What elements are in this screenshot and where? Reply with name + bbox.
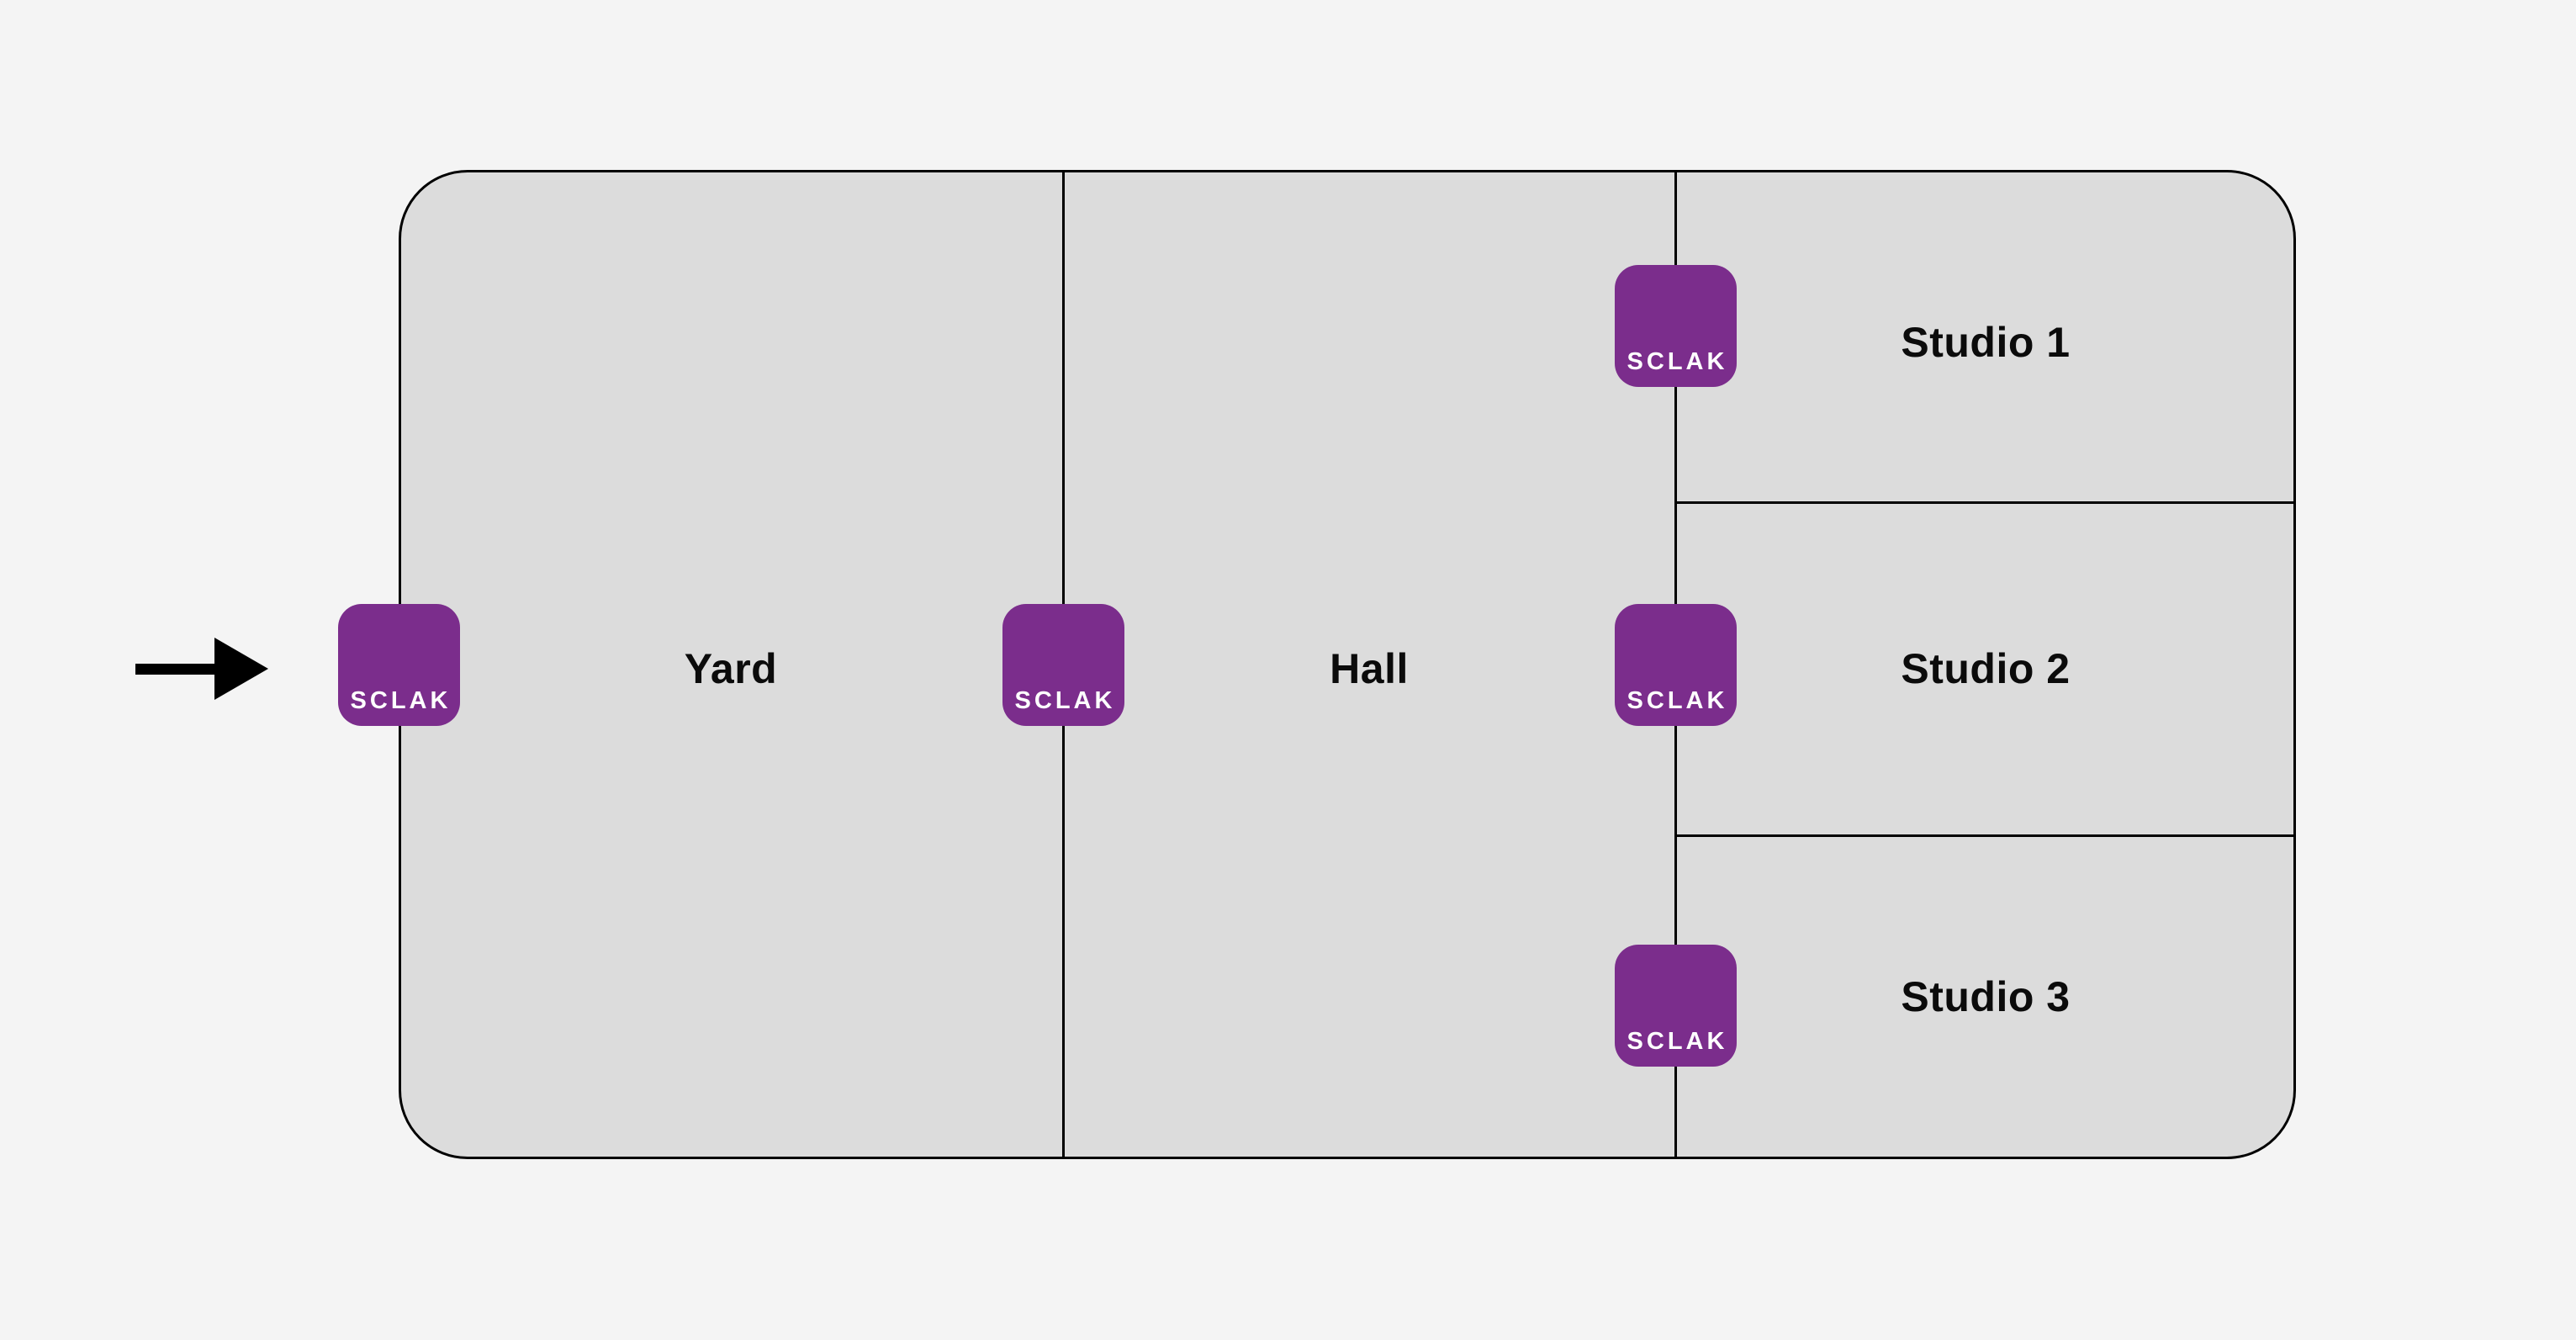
wall-studio2-studio3 xyxy=(1676,834,2293,837)
wall-studio1-studio2 xyxy=(1676,501,2293,504)
sclak-device-label: SCLAK xyxy=(1627,1028,1728,1055)
room-label-studio-3: Studio 3 xyxy=(1901,973,2071,1020)
sclak-device-yard-hall: SCLAK xyxy=(1002,604,1124,726)
arrow-shaft xyxy=(135,664,216,675)
sclak-device-label: SCLAK xyxy=(350,687,452,714)
sclak-device-label: SCLAK xyxy=(1014,687,1116,714)
arrow-head xyxy=(214,638,268,700)
sclak-device-entrance: SCLAK xyxy=(338,604,460,726)
room-label-hall: Hall xyxy=(1330,645,1409,692)
building-outline xyxy=(399,170,2296,1159)
room-label-studio-2: Studio 2 xyxy=(1901,645,2071,692)
sclak-device-hall-studio-2: SCLAK xyxy=(1615,604,1737,726)
sclak-device-label: SCLAK xyxy=(1627,348,1728,375)
sclak-device-label: SCLAK xyxy=(1627,687,1728,714)
sclak-device-studio-1: SCLAK xyxy=(1615,265,1737,387)
room-label-studio-1: Studio 1 xyxy=(1901,319,2071,366)
sclak-device-studio-3: SCLAK xyxy=(1615,945,1737,1067)
room-label-yard: Yard xyxy=(684,645,778,692)
